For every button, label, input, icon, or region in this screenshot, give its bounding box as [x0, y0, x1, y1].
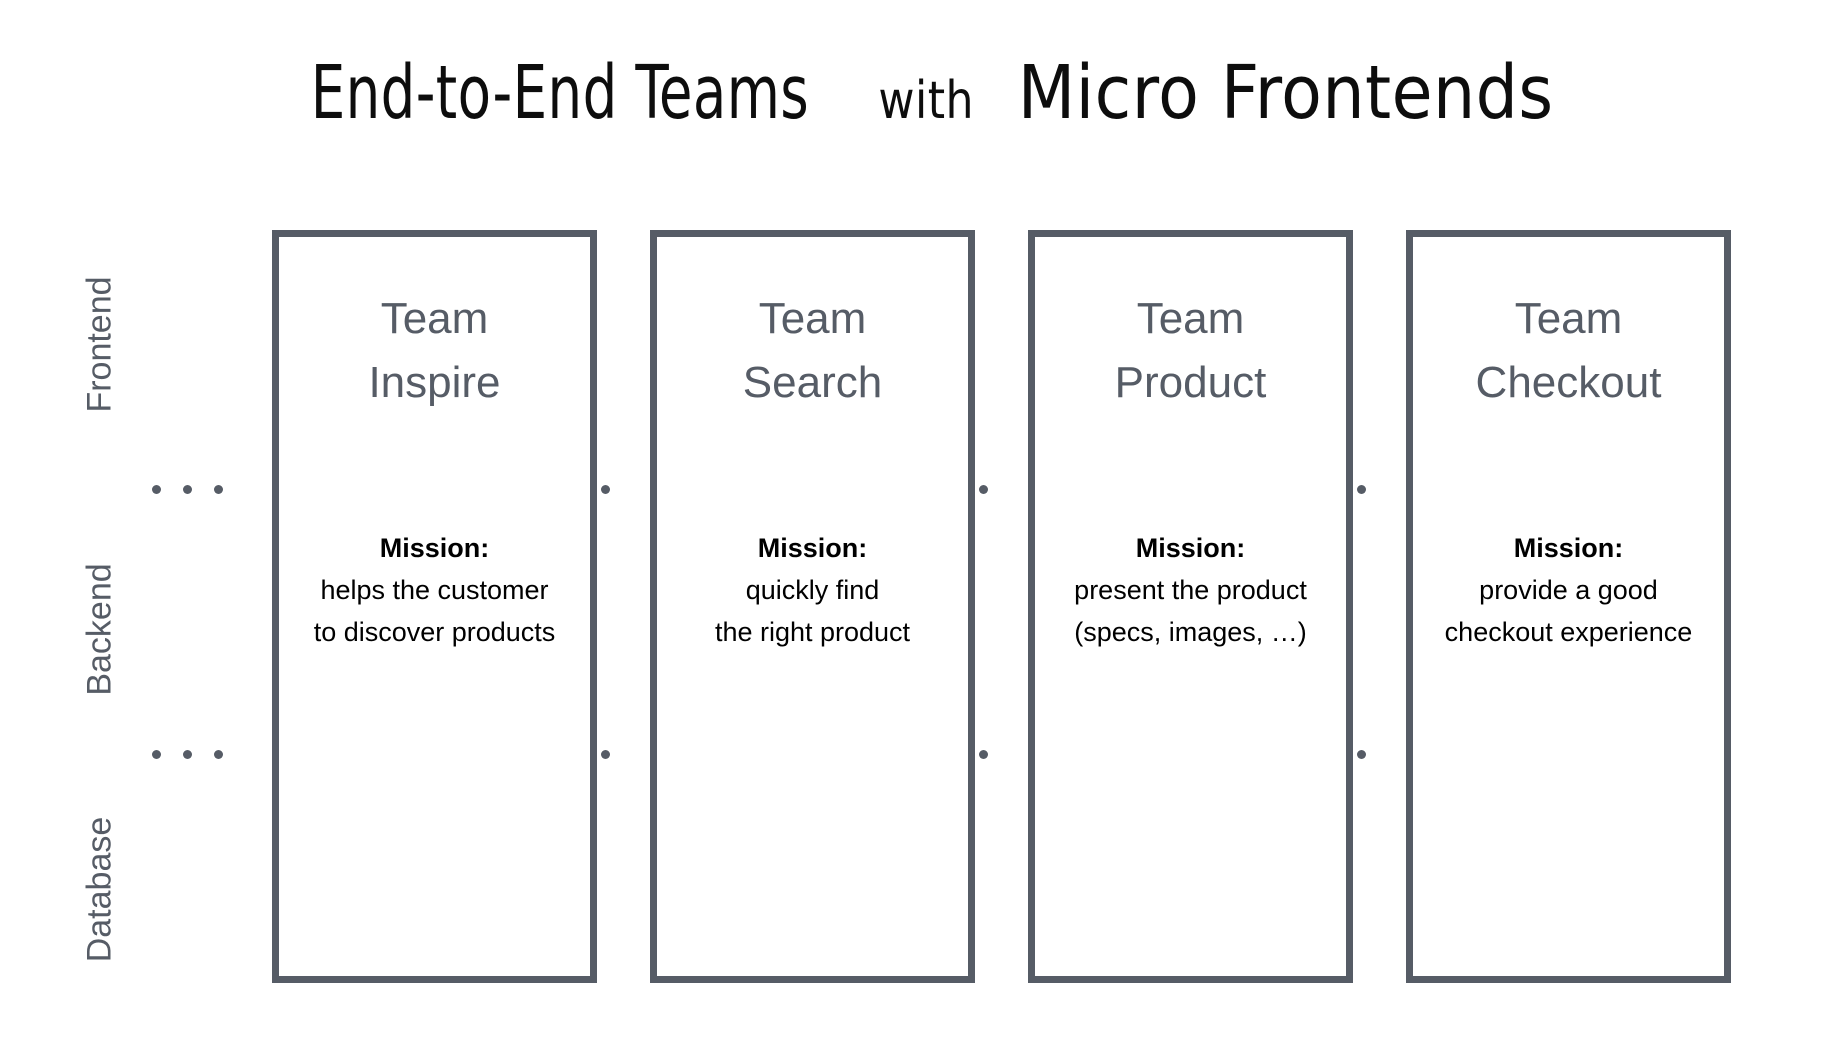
team-mission: Mission: helps the customer to discover pr…	[279, 527, 590, 653]
mission-line-2: the right product	[714, 617, 911, 647]
divider-dot	[152, 485, 161, 494]
mission-line-1: quickly find	[745, 575, 880, 605]
mission-line-1: provide a good	[1479, 575, 1658, 605]
team-name: Team Checkout	[1475, 294, 1662, 407]
divider-dot	[214, 485, 223, 494]
divider-dot	[214, 750, 223, 759]
divider-dot	[601, 750, 610, 759]
backend-database-divider-left	[152, 750, 268, 759]
mission-line-2: (specs, images, …)	[1074, 617, 1307, 647]
team-name: Team Product	[1114, 294, 1267, 407]
mission-label: Mission:	[379, 533, 490, 563]
layer-label-database: Database	[80, 816, 119, 963]
mission-line-1: helps the customer	[320, 575, 549, 605]
mission-line-2: to discover products	[313, 617, 556, 647]
frontend-backend-divider-gap-2	[979, 485, 1026, 494]
team-mission: Mission: present the product (specs, image…	[1035, 527, 1346, 653]
backend-database-divider-gap-1	[601, 750, 648, 759]
mission-label: Mission:	[1513, 533, 1624, 563]
divider-dot	[152, 750, 161, 759]
team-name: Team Inspire	[368, 294, 501, 407]
mission-label: Mission:	[1135, 533, 1246, 563]
title-part-main: End-to-End Teams	[310, 50, 810, 136]
team-mission: Mission: quickly find the right product	[657, 527, 968, 653]
divider-dot	[979, 485, 988, 494]
divider-dot	[979, 750, 988, 759]
divider-dot	[601, 485, 610, 494]
frontend-backend-divider-left	[152, 485, 268, 494]
frontend-backend-divider-gap-1	[601, 485, 648, 494]
mission-line-2: checkout experience	[1444, 617, 1693, 647]
frontend-backend-divider-gap-3	[1357, 485, 1404, 494]
title-part-with: with	[878, 71, 974, 131]
mission-line-1: present the product	[1074, 575, 1307, 605]
title-part-tail: Micro Frontends	[1018, 50, 1554, 136]
team-mission: Mission: provide a good checkout experienc…	[1413, 527, 1724, 653]
layer-label-backend: Backend	[80, 563, 119, 696]
backend-database-divider-gap-3	[1357, 750, 1404, 759]
divider-dot	[183, 750, 192, 759]
layer-label-frontend: Frontend	[80, 276, 119, 413]
page-title: End-to-End Teams with Micro Frontends	[0, 48, 1840, 146]
mission-label: Mission:	[757, 533, 868, 563]
divider-dot	[1357, 750, 1366, 759]
backend-database-divider-gap-2	[979, 750, 1026, 759]
team-name: Team Search	[742, 294, 883, 407]
divider-dot	[183, 485, 192, 494]
divider-dot	[1357, 485, 1366, 494]
